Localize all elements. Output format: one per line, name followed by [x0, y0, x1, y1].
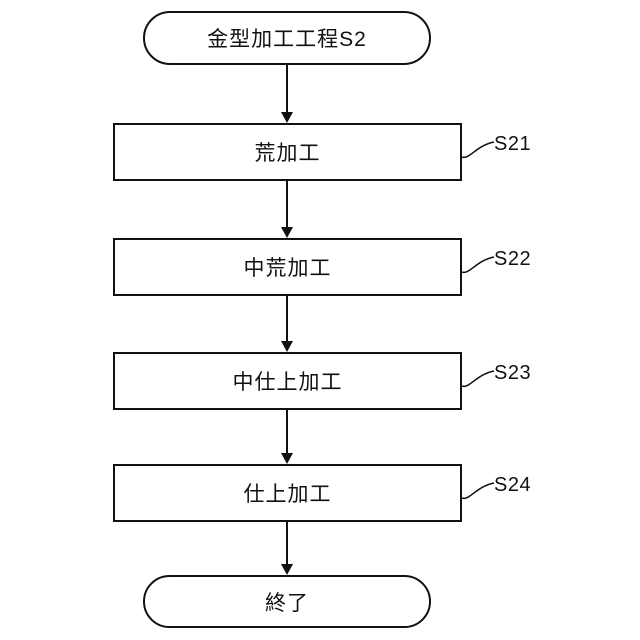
leader-line-s24 — [461, 482, 495, 500]
leader-line-s21 — [461, 141, 495, 159]
end-node-label: 終了 — [265, 591, 309, 615]
step-tag-s22: S22 — [494, 248, 532, 270]
start-node-label: 金型加工工程S2 — [207, 28, 367, 51]
flow-arrow-line-5 — [286, 522, 288, 564]
process-box-s21: 荒加工 — [113, 123, 462, 181]
arrow-down-icon — [281, 112, 293, 123]
step-tag-s24: S24 — [494, 474, 532, 496]
arrow-down-icon — [281, 453, 293, 464]
flow-arrow-line-3 — [286, 296, 288, 341]
process-box-s24-label: 仕上加工 — [243, 483, 332, 506]
step-tag-s23: S23 — [494, 362, 532, 384]
start-node: 金型加工工程S2 — [143, 11, 431, 65]
process-box-s22: 中荒加工 — [113, 238, 462, 296]
arrow-down-icon — [281, 341, 293, 352]
leader-line-s23 — [461, 370, 495, 388]
flow-arrow-line-2 — [286, 181, 288, 227]
flow-arrow-line-1 — [286, 65, 288, 112]
end-node: 終了 — [143, 575, 431, 628]
step-tag-s21: S21 — [494, 133, 532, 155]
process-box-s24: 仕上加工 — [113, 464, 462, 522]
process-box-s22-label: 中荒加工 — [243, 257, 332, 280]
flow-arrow-line-4 — [286, 410, 288, 453]
process-box-s23-label: 中仕上加工 — [232, 371, 343, 394]
arrow-down-icon — [281, 564, 293, 575]
arrow-down-icon — [281, 227, 293, 238]
leader-line-s22 — [461, 256, 495, 274]
process-box-s23: 中仕上加工 — [113, 352, 462, 410]
process-box-s21-label: 荒加工 — [254, 142, 321, 165]
